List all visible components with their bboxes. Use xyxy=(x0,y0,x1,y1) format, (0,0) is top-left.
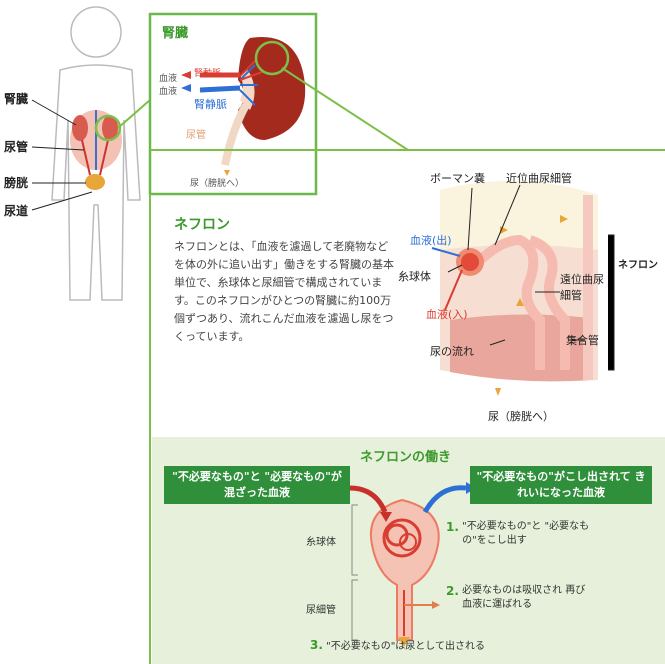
step-1: 1. "不必要なもの"と "必要なもの"をこし出す xyxy=(446,520,592,548)
output-blood-box: "不必要なもの"がこし出されて きれいになった血液 xyxy=(470,466,652,504)
kidney-ureter-label: 尿管 xyxy=(186,126,206,141)
proximal-tubule-label: 近位曲尿細管 xyxy=(506,170,572,186)
body-label-ureter: 尿管 xyxy=(4,138,28,155)
nephron-title: ネフロン xyxy=(174,214,230,234)
renal-vein-label: 腎静脈 xyxy=(194,96,227,112)
body-label-kidney: 腎臓 xyxy=(4,90,28,107)
tubule-stage-label: 尿細管 xyxy=(306,604,336,618)
step-3-number: 3. xyxy=(310,638,323,652)
step-1-text: "不必要なもの"と "必要なもの"をこし出す xyxy=(462,520,592,548)
nephron-urine-label: 尿（膀胱へ） xyxy=(488,408,554,424)
kidney-urine-label: 尿（膀胱へ） xyxy=(190,176,244,189)
kidney-panel-title: 腎臓 xyxy=(162,22,188,41)
input-blood-box: "不必要なもの"と "必要なもの"が混ざった血液 xyxy=(164,466,350,504)
distal-tubule-label: 遠位曲尿細管 xyxy=(560,272,606,304)
blood-label-2: 血液 xyxy=(159,84,177,97)
step-2-text: 必要なものは吸収され 再び血液に運ばれる xyxy=(462,584,590,612)
step-1-number: 1. xyxy=(446,520,459,534)
step-2-number: 2. xyxy=(446,584,459,598)
bowman-capsule-label: ボーマン嚢 xyxy=(430,170,485,186)
body-label-urethra: 尿道 xyxy=(4,202,28,219)
blood-label-1: 血液 xyxy=(159,71,177,84)
glomerulus-label: 糸球体 xyxy=(398,268,431,284)
blood-in-label: 血液(入) xyxy=(426,306,468,322)
collecting-duct-label: 集合管 xyxy=(566,332,599,348)
function-title: ネフロンの働き xyxy=(360,446,451,465)
glomerulus-stage-label: 糸球体 xyxy=(306,536,336,550)
body-label-bladder: 膀胱 xyxy=(4,174,28,191)
renal-artery-label: 腎動脈 xyxy=(194,66,221,79)
nephron-description: ネフロンとは、「血液を濾過して老廃物などを体の外に追い出す」働きをする腎臓の基本… xyxy=(174,238,394,346)
step-3-text: "不必要なもの"は尿として出される xyxy=(326,641,485,652)
nephron-bracket-label: ネフロン xyxy=(618,256,658,271)
step-3: 3. "不必要なもの"は尿として出される xyxy=(310,638,485,654)
urine-flow-label: 尿の流れ xyxy=(430,343,474,359)
blood-out-label: 血液(出) xyxy=(410,232,452,248)
step-2: 2. 必要なものは吸収され 再び血液に運ばれる xyxy=(446,584,590,612)
